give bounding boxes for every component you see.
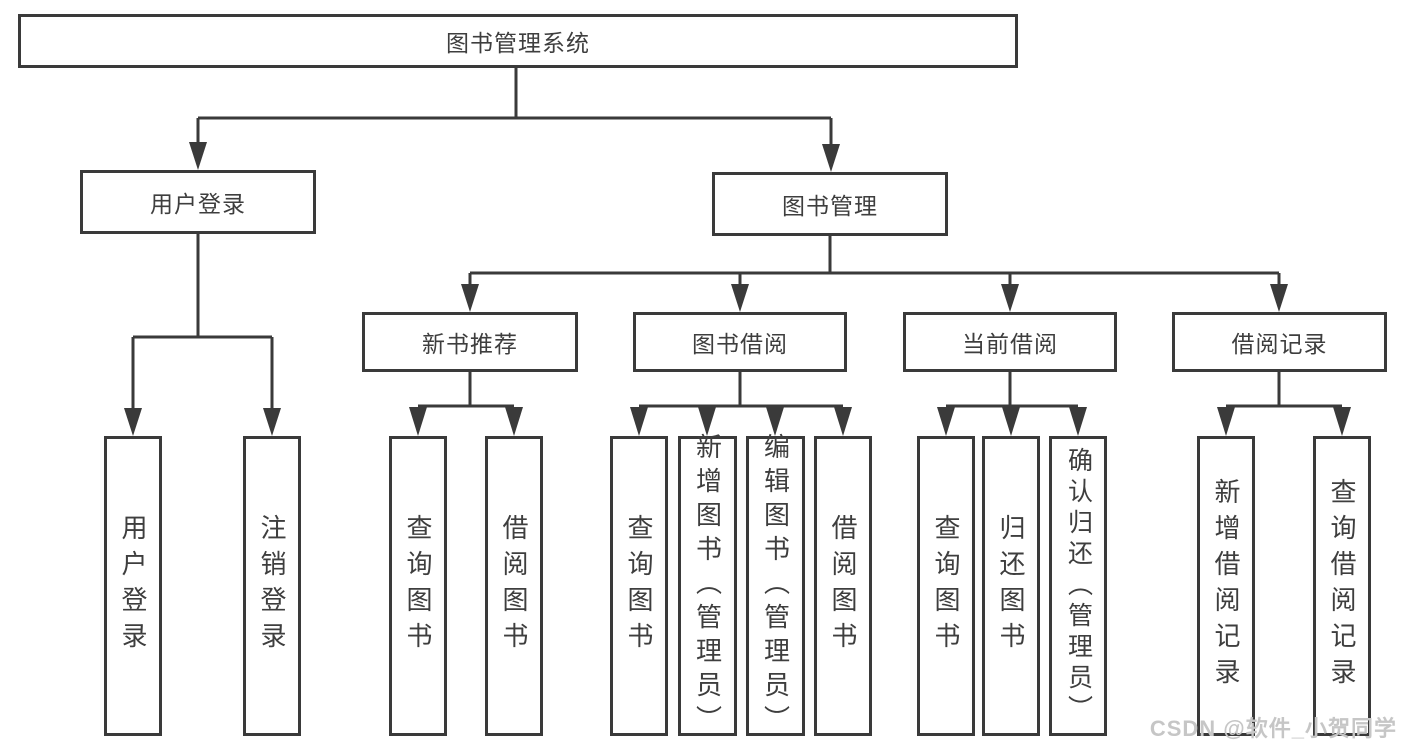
edges-book-borrow: [630, 372, 852, 436]
leaf-borrow-books: 借阅图书: [814, 436, 872, 736]
edges-current-borrow: [937, 372, 1087, 436]
edges-new-book-recommend: [409, 372, 523, 436]
node-borrow-records: 借阅记录: [1172, 312, 1387, 372]
leaf-query-borrow-record: 查询借阅记录: [1313, 436, 1371, 736]
edges-borrow-records: [1217, 372, 1351, 436]
leaf-add-borrow-record: 新增借阅记录: [1197, 436, 1255, 736]
leaf-query-books-borrow: 查询图书: [610, 436, 668, 736]
leaf-query-books-current: 查询图书: [917, 436, 975, 736]
edges-book-mgmt: [461, 236, 1288, 312]
edges-user-login: [124, 234, 281, 436]
node-root: 图书管理系统: [18, 14, 1018, 68]
edges-root: [189, 68, 840, 172]
leaf-return-book: 归还图书: [982, 436, 1040, 736]
leaf-edit-book-admin: 编辑图书（管理员）: [746, 433, 805, 739]
leaf-query-books-recommend: 查询图书: [389, 436, 447, 736]
leaf-user-login: 用户登录: [104, 436, 162, 736]
node-current-borrow: 当前借阅: [903, 312, 1117, 372]
node-book-borrow: 图书借阅: [633, 312, 847, 372]
leaf-borrow-books-recommend: 借阅图书: [485, 436, 543, 736]
watermark-text: CSDN @软件_小贺同学: [1149, 716, 1397, 741]
leaf-confirm-return-admin: 确认归还（管理员）: [1049, 436, 1107, 736]
leaf-add-book-admin: 新增图书（管理员）: [678, 433, 737, 739]
node-new-book-recommend: 新书推荐: [362, 312, 578, 372]
node-user-login-branch: 用户登录: [80, 170, 316, 234]
leaf-logout: 注销登录: [243, 436, 301, 736]
node-book-mgmt-branch: 图书管理: [712, 172, 948, 236]
